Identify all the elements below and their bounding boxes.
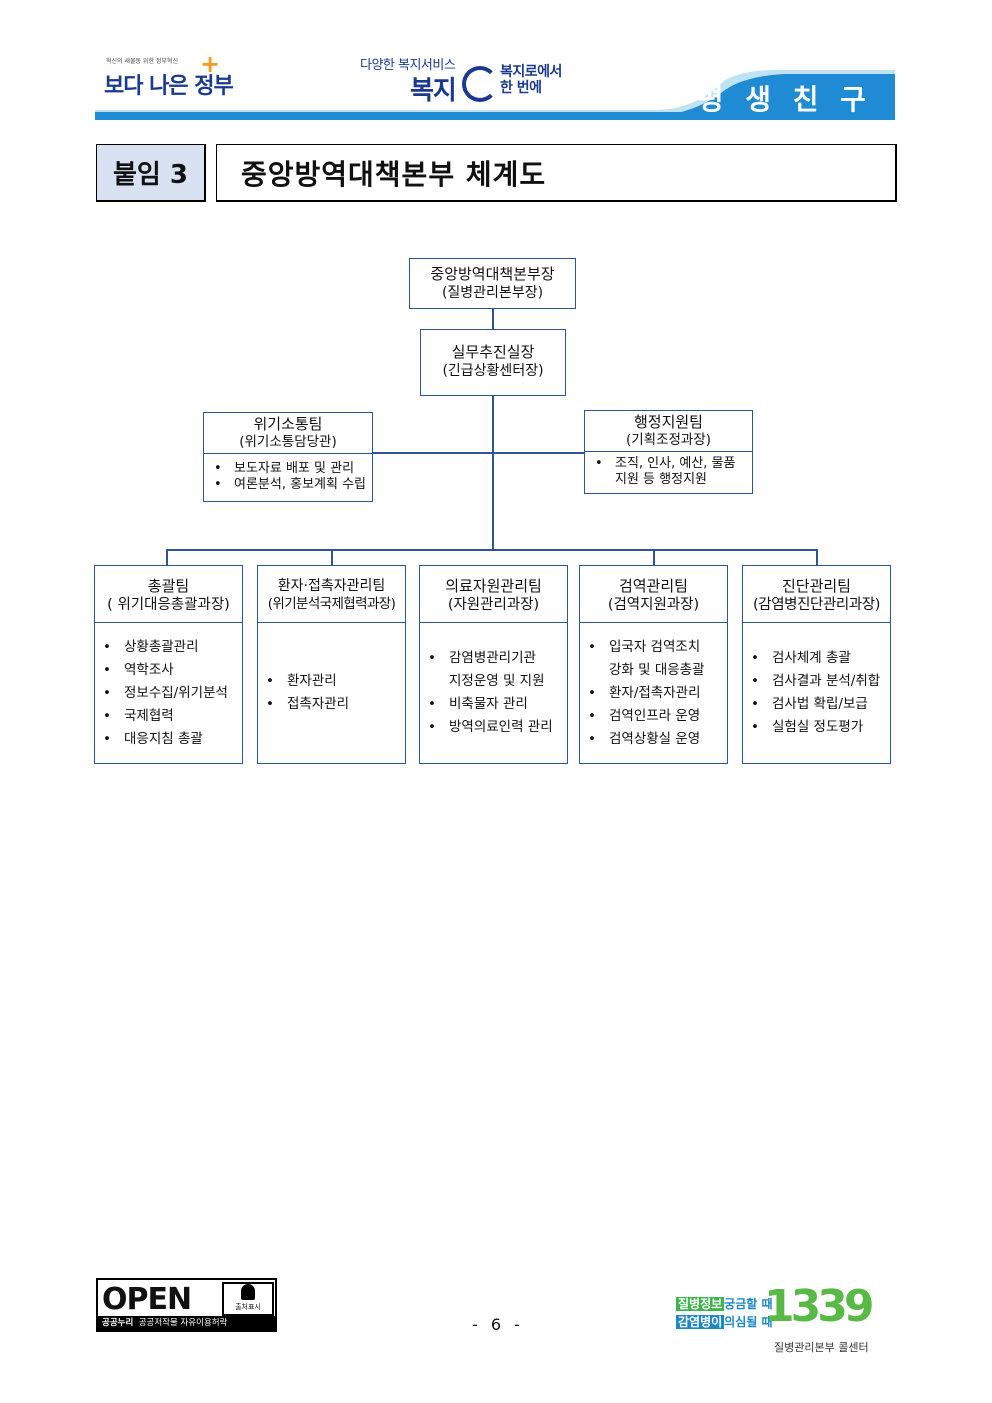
- team-general-head: 총괄팀 ( 위기대응총괄과장): [95, 566, 242, 623]
- org-head-box: 중앙방역대책본부장 (질병관리본부장): [409, 258, 576, 309]
- org-second-sub: (긴급상황센터장): [442, 363, 544, 379]
- side-team-left-list: 보도자료 배포 및 관리 여론분석, 홍보계획 수립: [204, 454, 372, 493]
- list-item: 비축물자 관리: [428, 693, 567, 716]
- page-number: - 6 -: [472, 1315, 524, 1334]
- bokjiro-tagline: 다양한 복지서비스: [360, 58, 456, 73]
- connector-line: [492, 308, 494, 330]
- government-logo-tagline: 혁신의 새물동 위한 정부혁신: [106, 58, 178, 65]
- call-number: 1339: [764, 1281, 874, 1332]
- team-medical-resources: 의료자원관리팀 (자원관리과장) 감염병관리기관 지정운영 및 지원 비축물자 …: [419, 565, 568, 764]
- team-diagnosis: 진단관리팀 (감염병진단관리과장) 검사체계 총괄 검사결과 분석/취합 검사법…: [742, 565, 891, 764]
- attachment-tag: 붙임 3: [96, 144, 206, 202]
- attribution-badge: 출처표시: [222, 1282, 274, 1316]
- team-name: 진단관리팀: [781, 577, 851, 595]
- list-item: 방역의료인력 관리: [428, 716, 567, 739]
- bokjiro-ring-icon: [462, 66, 498, 102]
- team-medical-resources-head: 의료자원관리팀 (자원관리과장): [420, 566, 567, 623]
- list-item: 접촉자관리: [266, 693, 405, 716]
- list-item: 실험실 정도평가: [751, 716, 890, 739]
- connector-line: [492, 395, 494, 550]
- government-logo-text: 보다 나은 정부: [104, 74, 234, 99]
- team-quarantine-head: 검역관리팀 (검역지원과장): [580, 566, 727, 623]
- list-item: 보도자료 배포 및 관리: [214, 461, 372, 477]
- call-center-caption: 질병관리본부 콜센터: [774, 1341, 869, 1354]
- side-team-right-name: 행정지원팀: [633, 413, 703, 431]
- team-quarantine-list: 입국자 검역조치 강화 및 대응총괄 환자/접촉자관리 검역인프라 운영 검역상…: [580, 623, 727, 763]
- list-item: 입국자 검역조치 강화 및 대응총괄: [588, 636, 710, 682]
- list-item: 환자/접촉자관리: [588, 682, 727, 705]
- list-item: 감염병관리기관 지정운영 및 지원: [428, 647, 548, 693]
- org-head-sub: (질병관리본부장): [441, 285, 544, 301]
- side-team-left-sub: (위기소통담당관): [239, 434, 337, 450]
- list-item: 검역인프라 운영: [588, 705, 727, 728]
- team-name: 의료자원관리팀: [445, 577, 542, 595]
- team-patient-contact-list: 환자관리 접촉자관리: [258, 623, 405, 763]
- connector-line: [816, 549, 818, 566]
- team-patient-contact: 환자·접촉자관리팀 (위기분석국제협력과장) 환자관리 접촉자관리: [257, 565, 406, 764]
- connector-line: [653, 549, 655, 566]
- team-name: 검역관리팀: [618, 577, 688, 595]
- list-item: 상황총괄관리: [103, 636, 242, 659]
- plus-icon: +: [200, 50, 221, 78]
- side-team-left-head: 위기소통팀 (위기소통담당관): [204, 413, 372, 454]
- list-item: 역학조사: [103, 659, 242, 682]
- team-diagnosis-list: 검사체계 총괄 검사결과 분석/취합 검사법 확립/보급 실험실 정도평가: [743, 623, 890, 763]
- team-sub: ( 위기대응총괄과장): [107, 597, 230, 613]
- banner-slogan: 평 생 친 구: [697, 83, 872, 116]
- team-general: 총괄팀 ( 위기대응총괄과장) 상황총괄관리 역학조사 정보수집/위기분석 국제…: [94, 565, 243, 764]
- list-item: 조직, 인사, 예산, 물품 지원 등 행정지원: [595, 456, 746, 488]
- connector-line: [166, 549, 817, 551]
- open-logo-text: OPEN: [102, 1282, 192, 1317]
- team-sub: (검역지원과장): [607, 597, 700, 613]
- org-head-name: 중앙방역대책본부장: [430, 265, 555, 283]
- list-item: 여론분석, 홍보계획 수립: [214, 477, 372, 493]
- side-team-right-list: 조직, 인사, 예산, 물품 지원 등 행정지원: [585, 452, 752, 488]
- side-team-right-sub: (기획조정과장): [625, 432, 712, 448]
- list-item: 검사체계 총괄: [751, 647, 890, 670]
- team-medical-resources-list: 감염병관리기관 지정운영 및 지원 비축물자 관리 방역의료인력 관리: [420, 623, 567, 763]
- list-item: 검사법 확립/보급: [751, 693, 890, 716]
- team-sub: (자원관리과장): [447, 597, 540, 613]
- page-title: 중앙방역대책본부 체계도: [216, 144, 897, 202]
- header-banner: [95, 70, 895, 120]
- org-second-box: 실무추진실장 (긴급상황센터장): [420, 329, 566, 396]
- connector-line: [372, 452, 585, 454]
- kogl-open-logo: OPEN 출처표시 공공누리 공공저작물 자유이용허락: [96, 1278, 277, 1332]
- list-item: 국제협력: [103, 705, 242, 728]
- team-name: 총괄팀: [147, 577, 190, 595]
- connector-line: [166, 549, 168, 566]
- list-item: 정보수집/위기분석: [103, 682, 242, 705]
- team-patient-contact-head: 환자·접촉자관리팀 (위기분석국제협력과장): [258, 566, 405, 623]
- bokjiro-main-text: 복지: [410, 76, 457, 106]
- side-team-left-name: 위기소통팀: [253, 415, 323, 433]
- kogl-bar: 공공누리 공공저작물 자유이용허락: [98, 1316, 275, 1330]
- team-sub: (감염병진단관리과장): [753, 597, 880, 613]
- side-team-left: 위기소통팀 (위기소통담당관) 보도자료 배포 및 관리 여론분석, 홍보계획 …: [203, 412, 373, 502]
- attribution-label: 출처표시: [235, 1303, 261, 1311]
- government-logo: 혁신의 새물동 위한 정부혁신 보다 나은 정부 +: [100, 50, 234, 105]
- list-item: 검역상황실 운영: [588, 728, 727, 751]
- person-icon: [241, 1284, 255, 1300]
- connector-line: [331, 549, 333, 566]
- team-name: 환자·접촉자관리팀: [277, 578, 386, 594]
- list-item: 대응지침 총괄: [103, 728, 242, 751]
- list-item: 검사결과 분석/취합: [751, 670, 890, 693]
- team-sub: (위기분석국제협력과장): [267, 596, 396, 612]
- list-item: 환자관리: [266, 670, 405, 693]
- side-team-right: 행정지원팀 (기획조정과장) 조직, 인사, 예산, 물품 지원 등 행정지원: [584, 410, 753, 494]
- side-team-right-head: 행정지원팀 (기획조정과장): [585, 411, 752, 452]
- team-diagnosis-head: 진단관리팀 (감염병진단관리과장): [743, 566, 890, 623]
- team-quarantine: 검역관리팀 (검역지원과장) 입국자 검역조치 강화 및 대응총괄 환자/접촉자…: [579, 565, 728, 764]
- org-second-name: 실무추진실장: [451, 343, 535, 361]
- team-general-list: 상황총괄관리 역학조사 정보수집/위기분석 국제협력 대응지침 총괄: [95, 623, 242, 763]
